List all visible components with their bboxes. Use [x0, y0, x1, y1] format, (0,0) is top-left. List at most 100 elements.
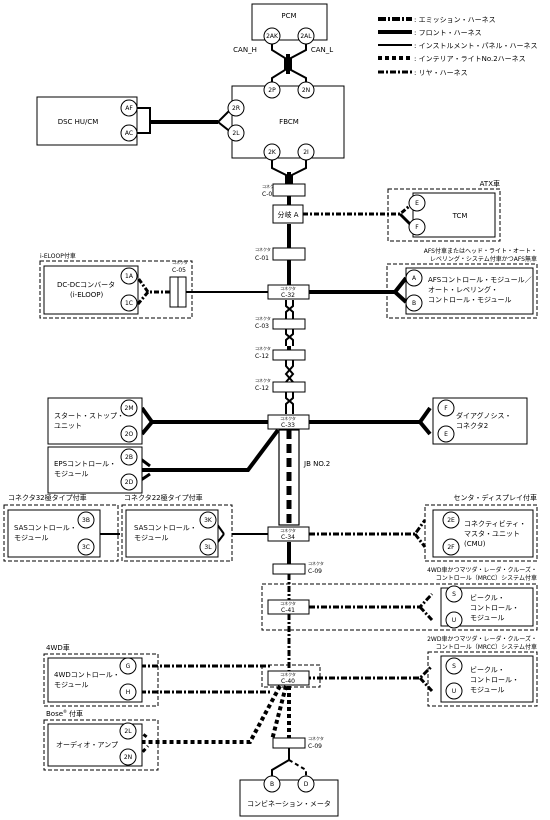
connector-c09-lower: コネクタ C-09	[272, 735, 324, 750]
c34-word: コネクタ	[280, 527, 296, 533]
connector-c01-upper: コネクタ C-01	[262, 183, 306, 198]
startstop-pin-2m-label: 2M	[125, 405, 134, 412]
startstop-line-1: スタート・ストップ・	[54, 411, 124, 420]
connector-c33: コネクタ C-33	[267, 414, 310, 430]
cmu-line-1: コネクティビティ・	[464, 519, 526, 528]
startstop-line-2: ユニット	[54, 422, 82, 430]
wire-c33-diag-e	[418, 420, 432, 436]
wire-c40-vcm2wd-u	[418, 676, 434, 693]
fwd-dashed-frame	[43, 653, 159, 707]
jb-no2-label: JB NO.2	[303, 460, 330, 468]
sas32-line-2: モジュール	[14, 534, 49, 542]
c01-upper-box	[272, 183, 306, 197]
fbcm-pin-2r-label: 2R	[232, 105, 240, 112]
c12-lower-label: C-12	[255, 385, 269, 392]
diag-pin-f-label: F	[444, 405, 448, 412]
sas32-pin-3c	[77, 538, 95, 556]
vcm2wd-pin-s	[445, 657, 463, 675]
c09-upper-box	[272, 563, 306, 575]
legend-front-label: : フロント・ハーネス	[414, 29, 482, 37]
c09-lower-word: コネクタ	[308, 735, 324, 741]
c05-label: C-05	[172, 267, 186, 274]
connector-c03: コネクタ C-03	[255, 315, 306, 330]
c03-box	[272, 318, 306, 330]
fbcm-pin-2l-label: 2L	[232, 130, 240, 137]
dcdc-line-1: DC-DCコンバータ	[57, 280, 115, 289]
bose-note: Bose®付車	[46, 709, 83, 718]
pcm-pin-2al-label: 2AL	[300, 33, 312, 40]
connector-c09-upper: コネクタ C-09	[272, 560, 324, 575]
fbcm-label: FBCM	[279, 118, 299, 126]
afs-box	[405, 267, 534, 315]
c40-label: C-40	[281, 678, 295, 685]
meter-pin-b	[263, 775, 281, 793]
cmu-note: センタ・ディスプレイ付車	[453, 493, 537, 502]
cmu-pin-2f	[442, 538, 460, 556]
pcm-box	[251, 3, 328, 41]
tcm-pin-f	[408, 218, 426, 236]
c41-box	[267, 599, 310, 615]
meter-label: コンビネーション・メータ	[247, 799, 331, 808]
sas22-pin-3l	[199, 538, 217, 556]
vcm4wd-line-2: コントロール・	[470, 604, 519, 612]
vcm4wd-pin-s-label: S	[452, 591, 456, 598]
vcm2wd-line-3: モジュール	[470, 686, 505, 694]
c01-lower-word: コネクタ	[255, 246, 271, 252]
sas22-note: コネクタ22極タイプ付車	[124, 493, 203, 502]
bose-pin-2l	[119, 722, 137, 740]
c32-word: コネクタ	[280, 285, 296, 291]
wire-c40-bose	[138, 685, 282, 744]
sas32-pin-3c-label: 3C	[82, 544, 90, 551]
startstop-module: スタート・ストップ・ ユニット 2M 2O	[47, 397, 143, 445]
wire-c33-eps	[137, 428, 280, 472]
c41-word: コネクタ	[280, 600, 296, 606]
tcm-pin-f-label: F	[415, 224, 419, 231]
sas32-note: コネクタ32極タイプ付車	[8, 493, 87, 502]
c34-label: C-34	[281, 534, 295, 541]
dsc-label: DSC HU/CM	[58, 118, 99, 126]
fwd-note: 4WD車	[46, 643, 70, 652]
c01-lower-box	[272, 247, 306, 261]
eps-line-2: モジュール	[54, 470, 89, 478]
fbcm-pin-2p	[263, 81, 281, 99]
diag-pin-e	[437, 425, 455, 443]
fwd-pin-h-label: H	[126, 689, 131, 696]
startstop-pin-2o	[120, 425, 138, 443]
wire-c33-diag-f	[309, 406, 432, 424]
vcm4wd-pin-s	[445, 585, 463, 603]
sas22-pin-3k-label: 3K	[204, 517, 213, 524]
eps-module: EPSコントロール・ モジュール 2B 2D	[47, 446, 143, 494]
fbcm-box	[231, 85, 345, 159]
afs-note-2: レベリング・システム付車かつAFS無車	[430, 255, 537, 263]
c01-upper-label: C-01	[262, 191, 276, 198]
afs-line-3: コントロール・モジュール	[428, 296, 512, 304]
dcdc-line-2: (i-ELOOP)	[70, 291, 104, 299]
wire-c32-afs-a	[309, 276, 408, 294]
wire-c41-vcm4wd-u	[418, 605, 434, 622]
eloop-dashed-frame	[39, 260, 193, 319]
eps-line-1: EPSコントロール・	[54, 460, 116, 468]
wire-dsc-af	[137, 107, 233, 123]
fbcm-pin-2i	[297, 143, 315, 161]
startstop-pin-2m	[120, 399, 138, 417]
sas22-pin-3l-label: 3L	[204, 544, 212, 551]
afs-pin-b	[405, 294, 423, 312]
vcm2wd-line-2: コントロール・	[470, 676, 519, 684]
c40-dashed-frame	[261, 664, 321, 688]
c09-lower-box	[272, 737, 306, 749]
wire-c34-cmu-2e	[309, 519, 427, 536]
diag-line-2: コネクタ2	[456, 421, 488, 430]
bose-pin-2n	[119, 748, 137, 766]
afs-line-1: AFSコントロール・モジュール／	[428, 276, 532, 284]
dcdc-pin-1c	[120, 294, 138, 312]
jb-no2-outline	[278, 429, 300, 526]
dsc-pin-ac-label: AC	[125, 130, 133, 137]
dcdc-pin-1a	[120, 267, 138, 285]
afs-pin-a-label: A	[412, 275, 417, 282]
c12-lower-box	[272, 381, 306, 393]
can-wire-pcm-fbcm-b	[290, 40, 307, 86]
fbcm-pin-2p-label: 2P	[268, 87, 276, 94]
can-wire-pcm-fbcm-a	[271, 40, 286, 86]
wire-fbcm-2k	[271, 158, 287, 190]
